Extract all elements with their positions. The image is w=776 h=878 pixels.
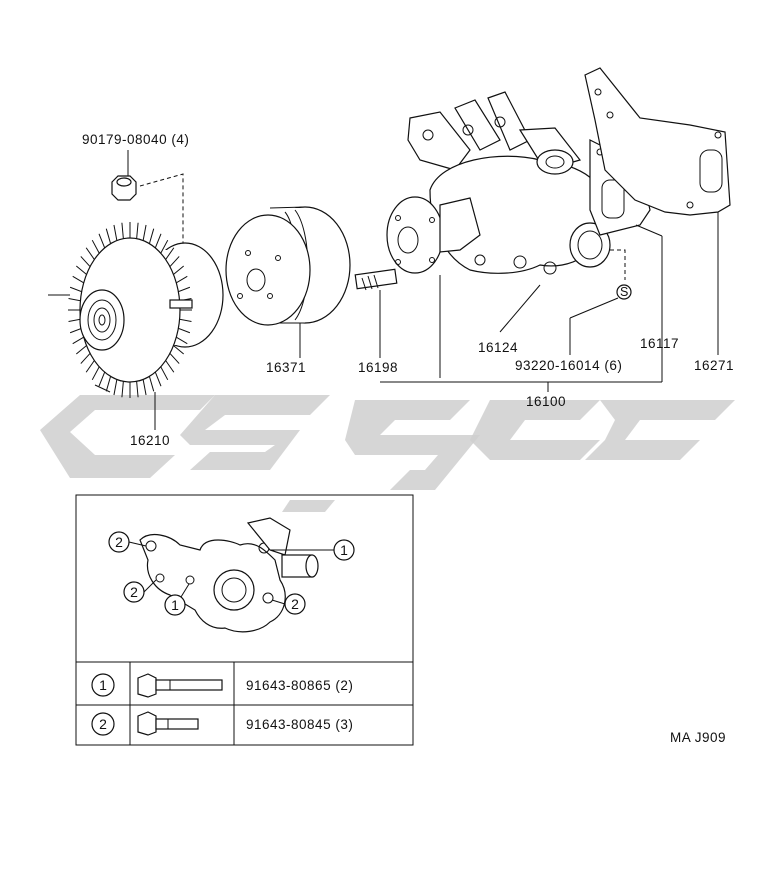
- s-bolt-symbol: S: [569, 284, 632, 355]
- pulley-part: [225, 206, 351, 358]
- table-row-1-callout: 1: [99, 677, 107, 693]
- table-row-2-callout: 2: [99, 716, 107, 732]
- inset-callout-1a: 1: [340, 542, 348, 558]
- nut-part: [111, 150, 184, 252]
- fan-clutch-part: [48, 222, 224, 430]
- inset-callout-2c: 2: [291, 596, 299, 612]
- water-pump-housing-part: [386, 91, 626, 378]
- label-gasket-inner: 16117: [640, 336, 679, 351]
- short-bolt-icon: [137, 711, 199, 736]
- watermark-logo: [40, 395, 735, 512]
- inset-callout-2a: 2: [115, 534, 123, 550]
- label-gasket-outer: 16271: [694, 358, 734, 373]
- inset-detail-box: 2 1 2 1 2 1 91643-80865 (2) 2 91643: [75, 494, 414, 746]
- long-bolt-icon: [137, 673, 223, 698]
- inset-callout-1b: 1: [171, 597, 179, 613]
- footer-code: MA J909: [670, 730, 726, 745]
- s-symbol-text: S: [620, 285, 628, 299]
- label-housing: 16124: [478, 340, 518, 355]
- gasket-outer-part: [584, 67, 731, 355]
- label-pulley: 16371: [266, 360, 306, 375]
- label-nut: 90179-08040 (4): [82, 132, 189, 147]
- inset-callout-2b: 2: [130, 584, 138, 600]
- label-assembly: 16100: [526, 394, 566, 409]
- label-bolt-s: 93220-16014 (6): [515, 358, 622, 373]
- label-fan-clutch: 16210: [130, 433, 170, 448]
- table-row-1-part: 91643-80865 (2): [246, 678, 353, 693]
- table-row-2-part: 91643-80845 (3): [246, 717, 353, 732]
- label-stud: 16198: [358, 360, 398, 375]
- assembly-bracket: [380, 381, 662, 392]
- stud-part: [354, 268, 398, 358]
